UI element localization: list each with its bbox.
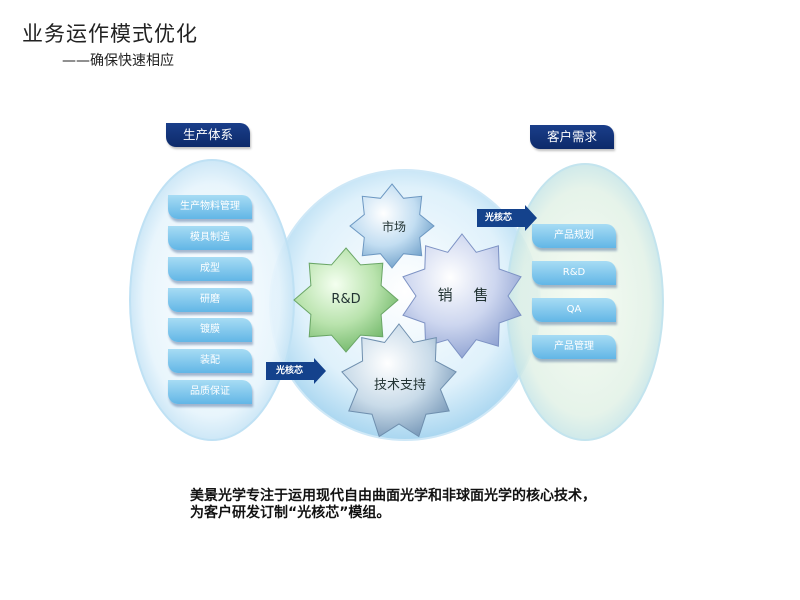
- left-group-header: 生产体系: [166, 123, 250, 147]
- gear-rd-label: R&D: [331, 292, 361, 307]
- gear-tech-label: 技术支持: [373, 378, 426, 393]
- right-group-header: 客户需求: [530, 125, 614, 149]
- gear-tech: [341, 323, 457, 438]
- gear-sales-label: 销 售: [437, 286, 497, 304]
- left-item: 镀膜: [168, 318, 252, 342]
- left-item: 成型: [168, 257, 252, 281]
- gear-rd: [293, 247, 399, 353]
- left-item: 生产物料管理: [168, 195, 252, 219]
- left-arrow-label: 光核芯: [276, 366, 304, 376]
- right-item: 产品管理: [532, 335, 616, 359]
- gear-sales: [402, 233, 522, 359]
- right-item: 产品规划: [532, 224, 616, 248]
- right-item: R&D: [532, 261, 616, 285]
- caption-line-2: 为客户研发订制“光核芯”模组。: [190, 505, 391, 521]
- gear-market: [349, 183, 435, 269]
- right-arrow: [477, 205, 537, 231]
- caption-line-1: 美景光学专注于运用现代自由曲面光学和非球面光学的核心技术，: [190, 488, 596, 504]
- left-item: 品质保证: [168, 380, 252, 404]
- right-item: QA: [532, 298, 616, 322]
- left-item: 装配: [168, 349, 252, 373]
- right-arrow-label: 光核芯: [485, 213, 513, 223]
- caption: 美景光学专注于运用现代自由曲面光学和非球面光学的核心技术， 为客户研发订制“光核…: [190, 488, 670, 522]
- gear-market-label: 市场: [381, 220, 406, 234]
- left-arrow: [266, 358, 326, 384]
- left-item: 模具制造: [168, 226, 252, 250]
- page-subtitle: ——确保快速相应: [62, 53, 174, 69]
- left-item: 研磨: [168, 288, 252, 312]
- page-title: 业务运作模式优化: [22, 22, 198, 46]
